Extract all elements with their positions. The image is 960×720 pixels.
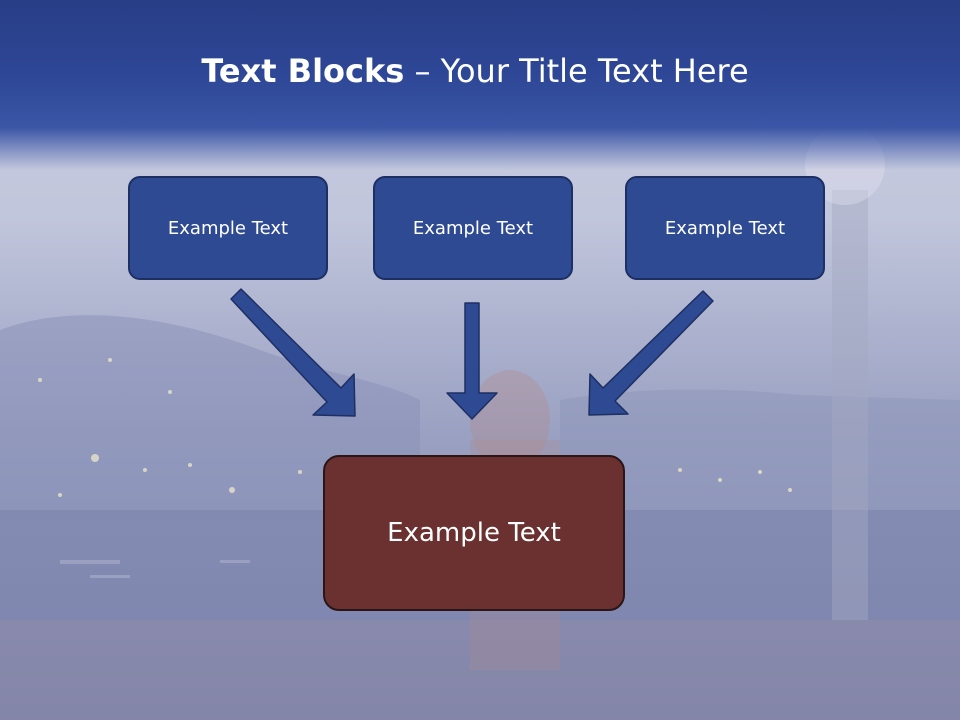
arrow-center-icon (446, 302, 498, 420)
header-band (0, 0, 960, 170)
text-block-center-label: Example Text (412, 217, 534, 239)
text-block-left[interactable]: Example Text (128, 176, 328, 280)
arrow-right-icon (588, 290, 714, 416)
title-rest: Your Title Text Here (440, 52, 749, 90)
text-block-right[interactable]: Example Text (625, 176, 825, 280)
text-block-right-label: Example Text (664, 217, 786, 239)
title-separator: – (404, 52, 441, 90)
arrow-left-icon (230, 288, 356, 417)
text-block-left-label: Example Text (167, 217, 289, 239)
title-bold: Text Blocks (201, 52, 405, 90)
slide-title: Text Blocks – Your Title Text Here (0, 52, 960, 90)
text-block-bottom-label: Example Text (387, 518, 561, 548)
text-block-center[interactable]: Example Text (373, 176, 573, 280)
text-block-bottom[interactable]: Example Text (323, 455, 625, 611)
